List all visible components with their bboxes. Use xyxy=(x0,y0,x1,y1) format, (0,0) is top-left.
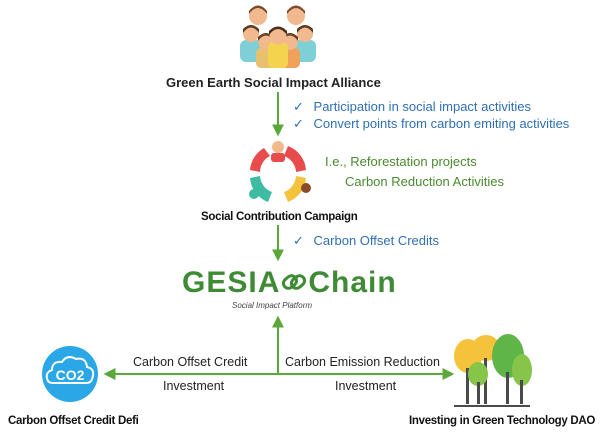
platform-logo: GESIA Chain xyxy=(182,266,397,300)
right-branch-top-label: Carbon Emission Reduction xyxy=(285,355,440,369)
left-branch-top-label: Carbon Offset Credit xyxy=(133,355,248,369)
platform-name-right: Chain xyxy=(308,266,397,299)
note-convert-points: ✓ Convert points from carbon emiting act… xyxy=(293,116,570,131)
defi-label: Carbon Offset Credit Defi xyxy=(8,415,139,427)
check-icon: ✓ xyxy=(293,233,304,248)
alliance-label: Green Earth Social Impact Alliance xyxy=(166,75,381,90)
people-group-icon xyxy=(240,5,316,68)
people-circle-icon xyxy=(249,141,311,202)
dao-label: Investing in Green Technology DAO xyxy=(409,415,596,427)
platform-name-left: GESIA xyxy=(182,266,281,299)
co2-cloud-icon: CO2 xyxy=(42,346,98,402)
campaign-label: Social Contribution Campaign xyxy=(201,211,358,223)
chain-link-icon xyxy=(282,274,307,290)
note-participation: ✓ Participation in social impact activit… xyxy=(293,99,532,114)
campaign-example-1: I.e., Reforestation projects xyxy=(325,154,477,169)
platform-tagline: Social Impact Platform xyxy=(232,301,313,310)
campaign-example-2: Carbon Reduction Activities xyxy=(345,174,504,189)
right-branch-bottom-label: Investment xyxy=(335,379,397,393)
co2-icon-text: CO2 xyxy=(56,367,85,383)
trees-icon xyxy=(454,334,532,407)
left-branch-bottom-label: Investment xyxy=(163,379,225,393)
note-carbon-offset-credits: ✓ Carbon Offset Credits xyxy=(293,233,440,248)
check-icon: ✓ xyxy=(293,99,304,114)
check-icon: ✓ xyxy=(293,116,304,131)
